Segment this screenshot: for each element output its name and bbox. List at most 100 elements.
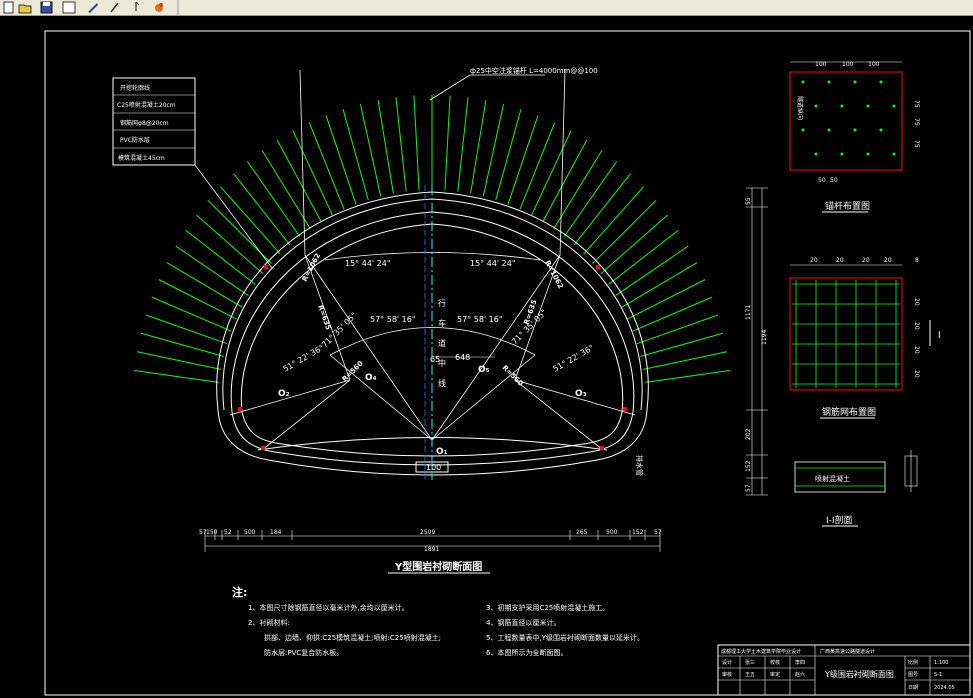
radius-label: R=560 xyxy=(341,359,365,383)
anchor-dot xyxy=(827,128,831,132)
anchor-dot xyxy=(814,104,818,108)
dimension-text: 20 xyxy=(810,257,818,264)
anchor-bolt xyxy=(542,139,588,222)
title-block-cell: 张三 xyxy=(745,659,755,666)
pointer-icon[interactable] xyxy=(130,1,144,14)
title-block-school: 成都理工大学土木建筑学院毕业设计 xyxy=(721,648,801,655)
anchor-bolt xyxy=(608,229,679,285)
radius-label: R=635 xyxy=(316,304,332,331)
toolbar-grip[interactable] xyxy=(177,0,179,15)
anchor-bolt xyxy=(185,229,256,285)
anchor-dot xyxy=(801,80,805,84)
anchor-dot xyxy=(879,80,883,84)
radius-label: R=560 xyxy=(501,364,525,388)
dimension-text: 57 xyxy=(654,529,662,536)
anchor-bolt xyxy=(276,139,322,222)
title-block-cell: 图号 xyxy=(908,672,918,678)
anchor-bolt xyxy=(531,130,572,216)
dimension-text: 50 xyxy=(818,177,826,184)
anchor-bolt xyxy=(137,351,221,370)
title-block-project: 广西某高速公路隧道设计 xyxy=(820,648,875,655)
right-vertical-dimensions xyxy=(746,187,768,496)
anchor-dot xyxy=(801,128,805,132)
anchor-dot xyxy=(827,80,831,84)
dimension-text: 500 xyxy=(244,529,256,536)
anchor-bolt xyxy=(308,122,345,210)
anchor-bolt xyxy=(600,214,668,275)
anchor-dot xyxy=(866,152,870,156)
anchor-bolt xyxy=(627,279,706,320)
anchor-dot xyxy=(840,104,844,108)
help-icon[interactable] xyxy=(108,1,122,14)
note-line: 4、钢筋直径以厘米计。 xyxy=(486,618,560,627)
dimension-text: 152 xyxy=(745,460,752,472)
open-icon[interactable] xyxy=(18,1,32,14)
dimension-text: 500 xyxy=(606,529,618,536)
title-block-cell: 2024.05 xyxy=(934,685,955,691)
cad-drawing-canvas[interactable]: 15° 44' 24" 15° 44' 24" 57° 58' 16" 57° … xyxy=(0,16,973,698)
drawing-frame xyxy=(44,30,971,696)
title-block-cell: 比例 xyxy=(908,659,918,666)
note-line: 防水层:PVC复合防水板。 xyxy=(264,648,343,657)
dimension-text: 57 xyxy=(199,529,207,536)
dimension-text: 1171 xyxy=(745,305,752,320)
new-icon[interactable] xyxy=(2,1,16,14)
legend-item: C25喷射混凝土20cm xyxy=(117,101,176,109)
title-block-cell: 李四 xyxy=(795,659,805,666)
title-block-cell: 王五 xyxy=(745,672,755,678)
legend-item: 开挖轮廓线 xyxy=(120,84,150,92)
anchor-bolt xyxy=(359,103,382,197)
plugin-icon[interactable] xyxy=(152,1,166,14)
legend-item: 钢筋网φ8@20cm xyxy=(120,119,169,127)
radius-construction-lines xyxy=(194,69,636,451)
anchor-bolt xyxy=(563,161,617,237)
dimension-text: 20 xyxy=(836,257,844,264)
save-icon[interactable] xyxy=(40,1,54,14)
anchor-dot xyxy=(853,128,857,132)
dimension-text: 8 xyxy=(915,257,919,264)
dimension-text: 150 xyxy=(206,529,218,536)
title-block-cell: 校核 xyxy=(770,659,780,666)
dimension-text: 184 xyxy=(270,529,282,536)
section-mark: I xyxy=(938,331,941,341)
angle-label: 15° 44' 24" xyxy=(470,259,516,268)
anchor-bolt xyxy=(151,296,232,332)
angle-label: 57° 58' 16" xyxy=(457,315,503,324)
anchor-dot xyxy=(892,104,896,108)
anchor-bolt xyxy=(325,115,357,205)
dimension-text: 20 xyxy=(884,257,892,264)
dimension-text: 152 xyxy=(632,529,644,536)
section-title: I-I剖面 xyxy=(826,514,853,526)
dimension-text: 75 xyxy=(913,140,920,148)
anchor-layout-detail: 100 100 100 50 50 75 75 75 隧道纵向 锚杆布置图 xyxy=(789,61,920,213)
note-line: 3、初期支护采用C25喷射混凝土施工。 xyxy=(486,603,609,612)
anchor-bolt xyxy=(482,103,505,197)
note-line: 拱部、边墙、仰拱:C25模筑混凝土;喷射:C25喷射混凝土; xyxy=(264,633,441,642)
side-label: 隧道纵向 xyxy=(796,96,804,120)
anchor-bolt xyxy=(615,245,689,296)
dimension-text: 648 xyxy=(455,353,470,362)
title-block-drawing-name: Y级围岩衬砌断面图 xyxy=(824,669,894,679)
note-line: 6、本图所示为全断面图。 xyxy=(486,648,567,657)
anchor-bolt xyxy=(573,173,631,246)
dimension-text: 100 xyxy=(426,463,441,472)
anchor-bolt xyxy=(261,150,311,229)
pen-icon[interactable] xyxy=(86,1,100,14)
dimension-text: 52 xyxy=(224,529,232,536)
dimension-text: 20 xyxy=(862,257,870,264)
dimension-text: 75 xyxy=(913,118,920,126)
anchor-bolt xyxy=(507,115,539,205)
drain-label: 排水管 xyxy=(635,455,644,476)
dimension-text: 100 xyxy=(815,61,827,68)
layers-icon[interactable] xyxy=(62,1,76,14)
section-detail: 喷射混凝土 I-I剖面 xyxy=(794,450,918,527)
center-label: O₄ xyxy=(365,373,377,383)
anchor-bolt xyxy=(140,332,224,357)
radius-label: R=1062 xyxy=(301,252,323,283)
anchor-bolt xyxy=(292,130,333,216)
dimension-text: 65 xyxy=(430,355,440,364)
legend-item: 模筑混凝土45cm xyxy=(118,154,165,162)
anchor-bolt xyxy=(495,109,522,201)
anchor-dot xyxy=(892,152,896,156)
center-label: O₁ xyxy=(436,447,448,457)
